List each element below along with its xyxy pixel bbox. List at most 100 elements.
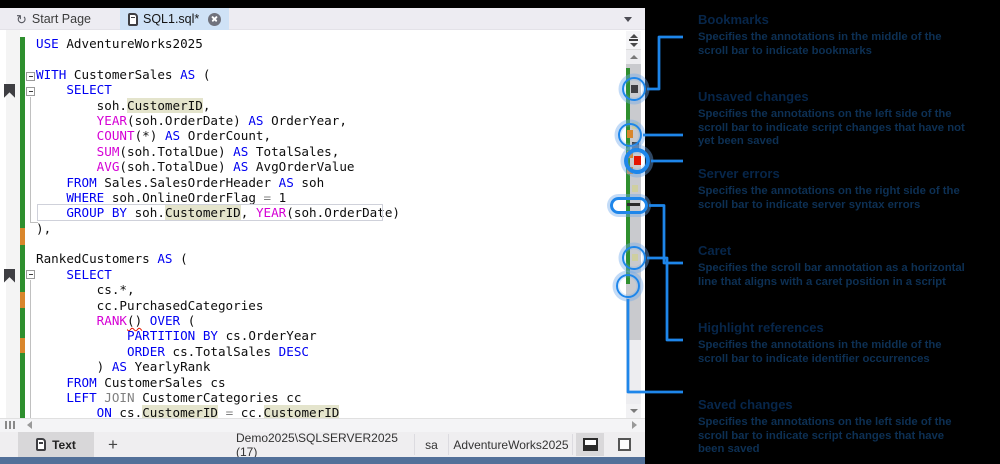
editor-gutter[interactable]: [6, 30, 20, 418]
add-tab-button[interactable]: +: [108, 434, 118, 454]
separator: [572, 434, 573, 455]
fold-guide-line: [30, 97, 31, 223]
change-bar-saved: [20, 37, 25, 418]
code-line[interactable]: RankedCustomers AS (: [36, 251, 188, 267]
close-icon[interactable]: [208, 12, 222, 26]
fold-toggle-icon[interactable]: [26, 87, 35, 96]
status-bar: Text + Demo2025\SQLSERVER2025 (17) sa Ad…: [0, 430, 645, 459]
callout-server-errors: Server errors Specifies the annotations …: [683, 158, 986, 215]
code-line[interactable]: cs.*,: [36, 282, 135, 298]
code-line[interactable]: RANK() OVER (: [96, 313, 196, 329]
callout-body: Specifies the annotations in the middle …: [698, 339, 942, 365]
code-line[interactable]: ORDER cs.TotalSales DESC: [127, 343, 309, 359]
fold-guide-line: [30, 280, 31, 418]
callout-body: Specifies the annotations on the left si…: [698, 108, 965, 147]
highlight-ring-saved: [616, 274, 640, 298]
tab-sql1[interactable]: SQL1.sql*: [120, 8, 230, 30]
callout-unsaved-changes: Unsaved changes Specifies the annotation…: [683, 81, 986, 147]
code-line[interactable]: GROUP BY soh.CustomerID, YEAR(soh.OrderD…: [66, 205, 401, 221]
change-bar-unsaved: [20, 292, 25, 308]
sql-file-icon: [36, 438, 47, 451]
fold-guide-line: [30, 222, 38, 223]
code-line[interactable]: WITH CustomerSales AS (: [36, 66, 211, 82]
splitter-grip[interactable]: [5, 421, 7, 429]
code-line[interactable]: soh.CustomerID,: [36, 97, 211, 113]
change-bar-unsaved: [20, 228, 25, 245]
separator: [448, 434, 449, 455]
code-line[interactable]: [36, 236, 400, 251]
document-tab-bar: ↻ Start Page SQL1.sql*: [0, 8, 645, 30]
callout-body: Specifies the annotations in the middle …: [698, 31, 942, 57]
callout-body: Specifies the annotations on the left si…: [698, 416, 952, 455]
callout-title: Saved changes: [698, 397, 793, 412]
annotation-highlight: [632, 185, 638, 192]
highlight-ring-bookmarks: [622, 77, 646, 101]
code-line[interactable]: SELECT: [66, 82, 112, 98]
scroll-down-button[interactable]: [626, 404, 641, 418]
callout-bookmarks: Bookmarks Specifies the annotations in t…: [683, 4, 986, 61]
callout-body: Specifies the scroll bar annotation as a…: [698, 262, 965, 288]
results-pane-toggle[interactable]: [576, 433, 604, 456]
code-line[interactable]: [36, 51, 400, 66]
callout-caret: Caret Specifies the scroll bar annotatio…: [683, 235, 986, 292]
text-tab[interactable]: Text: [18, 432, 94, 457]
database-label[interactable]: AdventureWorks2025: [453, 437, 569, 452]
text-tab-label: Text: [52, 437, 76, 452]
code-line[interactable]: ON cs.CustomerID = cc.CustomerID: [36, 405, 400, 418]
splitter-grip[interactable]: [13, 421, 15, 429]
highlight-ring-error: [624, 148, 650, 174]
code-line[interactable]: LEFT JOIN CustomerCategories cc: [66, 389, 302, 405]
tab-start-page[interactable]: ↻ Start Page: [8, 8, 99, 30]
callout-saved-changes: Saved changes Specifies the annotations …: [683, 389, 986, 455]
separator: [414, 434, 415, 455]
code-line[interactable]: PARTITION BY cs.OrderYear: [127, 328, 317, 344]
callout-title: Highlight references: [698, 320, 824, 335]
horizontal-scrollbar[interactable]: [0, 418, 645, 432]
bookmark-icon: [4, 83, 15, 98]
callout-body: Specifies the annotations on the right s…: [698, 185, 960, 211]
highlight-ring-unsaved: [618, 123, 642, 147]
hscroll-left-button[interactable]: [27, 421, 32, 429]
code-line[interactable]: USE AdventureWorks2025: [36, 36, 203, 51]
start-page-icon: ↻: [16, 11, 27, 27]
code-line[interactable]: AVG(soh.TotalDue) AS AvgOrderValue: [96, 159, 355, 175]
code-line[interactable]: cc.PurchasedCategories: [36, 297, 264, 313]
code-line[interactable]: SELECT: [66, 266, 112, 282]
code-line[interactable]: SUM(soh.TotalDue) AS TotalSales,: [96, 143, 340, 159]
annotation-saved-line: [626, 68, 630, 284]
tab-sql1-label: SQL1.sql*: [143, 12, 200, 26]
change-bar-unsaved: [20, 338, 25, 353]
status-strip: [0, 457, 645, 464]
hscroll-right-button[interactable]: [632, 421, 637, 429]
code-line[interactable]: WHERE soh.OnlineOrderFlag = 1: [66, 189, 287, 205]
highlight-ring-references: [622, 246, 646, 270]
code-line[interactable]: FROM Sales.SalesOrderHeader AS soh: [66, 174, 325, 190]
callout-title: Server errors: [698, 166, 780, 181]
split-view-icon: [582, 438, 598, 451]
code-line[interactable]: ),: [36, 220, 52, 236]
splitter-grip[interactable]: [9, 421, 11, 429]
scroll-up-button[interactable]: [626, 50, 641, 64]
fold-toggle-icon[interactable]: [26, 270, 35, 279]
callout-highlight-references: Highlight references Specifies the annot…: [683, 312, 986, 369]
full-view-icon[interactable]: [618, 438, 631, 451]
server-label[interactable]: Demo2025\SQLSERVER2025 (17): [236, 430, 398, 459]
current-line-indicator: [37, 203, 383, 221]
highlight-ring-caret: [610, 197, 648, 214]
annotation-caret: [627, 203, 640, 206]
tab-start-page-label: Start Page: [31, 12, 91, 26]
code-line[interactable]: YEAR(soh.OrderDate) AS OrderYear,: [96, 112, 347, 128]
sql-file-icon: [128, 12, 138, 26]
splitter-handle[interactable]: [626, 31, 641, 50]
tab-list-dropdown-icon[interactable]: [624, 17, 632, 22]
callout-title: Unsaved changes: [698, 89, 809, 104]
code-line[interactable]: ) AS YearlyRank: [36, 359, 211, 375]
callout-title: Caret: [698, 243, 732, 258]
fold-toggle-icon[interactable]: [26, 72, 35, 81]
code-line[interactable]: FROM CustomerSales cs: [66, 374, 226, 390]
user-label[interactable]: sa: [425, 437, 438, 452]
code-line[interactable]: COUNT(*) AS OrderCount,: [96, 128, 272, 144]
code-editor[interactable]: [0, 30, 645, 418]
